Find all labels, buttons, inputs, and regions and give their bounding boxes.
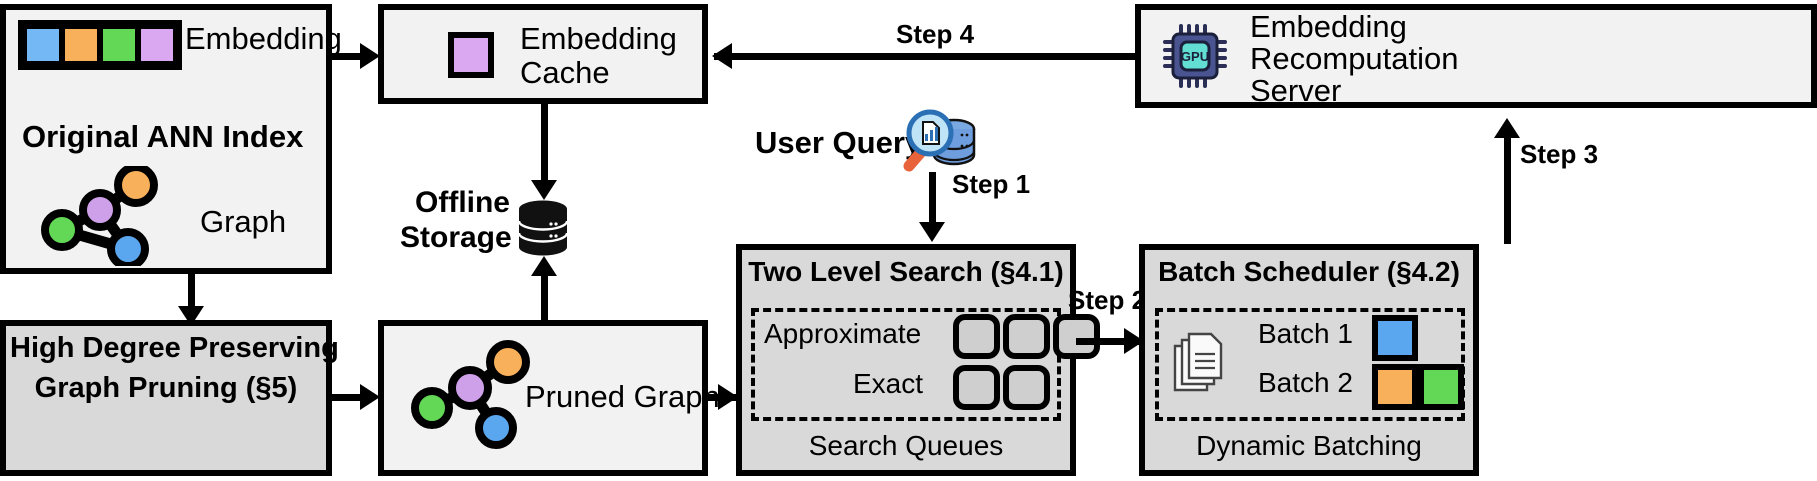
recomputation-server-line3: Server [1250,73,1342,108]
batch-2-chip-1 [1372,364,1418,410]
embedding-chips [18,20,182,70]
search-queues-footer: Search Queues [808,430,1004,461]
database-cylinder-icon [518,200,568,256]
embedding-cache-box [378,4,708,104]
embedding-chip-4 [138,26,176,64]
gpu-chip-text: GPU [1181,49,1209,64]
offline-storage-line2: Storage [400,221,512,254]
batch-2-chip-2 [1418,364,1464,410]
pruned-graph-label: Pruned Graph [525,379,720,414]
arrow-pruning-to-pruned-line [332,394,364,401]
arrow-step4-line [714,53,1135,60]
exact-slots [953,365,1050,410]
recomputation-server-box [1135,4,1817,108]
queue-slot [1003,314,1050,359]
recomputation-server-line1: Embedding [1250,9,1407,44]
graph-pruning-line1: High Degree Preserving [10,332,339,364]
step2-label: Step 2 [1068,285,1147,315]
batch-scheduler-title: Batch Scheduler (§4.2) [1158,256,1460,287]
user-query-label: User Query [755,125,923,160]
embedding-cache-chip [448,32,494,78]
arrow-step2-line [1076,338,1140,345]
arrow-cache-to-storage-line [541,104,548,186]
approximate-label: Approximate [764,318,922,349]
exact-label: Exact [853,368,924,399]
pruned-graph-icon [411,340,530,449]
arrow-step1-line [929,172,936,228]
embedding-chip-3 [100,26,138,64]
arrow-step3-head [1494,118,1520,138]
dynamic-batching-footer: Dynamic Batching [1196,430,1422,461]
batch-1-label: Batch 1 [1258,318,1353,349]
embedding-cache-line1: Embedding [520,21,677,56]
batch-1-chip-1 [1372,315,1418,361]
queue-slot [953,365,1000,410]
recomputation-server-line2: Recomputation [1250,41,1459,76]
graph-pruning-box [0,320,332,476]
arrow-pruned-to-search-head [718,384,738,410]
embedding-label: Embedding [185,21,342,56]
queue-slot [1053,314,1100,359]
graph-pruning-line2: Graph Pruning (§5) [34,372,298,404]
queue-slot [953,314,1000,359]
original-graph-icon [41,166,158,266]
arrow-index-to-pruning-line [188,274,195,312]
arrow-pruned-to-storage-head [531,256,557,276]
approximate-slots [953,314,1100,359]
arrow-cache-to-storage-head [531,180,557,200]
gpu-chip-icon: GPU [1163,24,1227,88]
search-queues-dashed-region [751,308,1061,421]
arrow-pruned-to-storage-line [541,272,548,334]
step4-label: Step 4 [896,19,975,49]
embedding-chip-2 [62,26,100,64]
step1-label: Step 1 [952,169,1031,199]
original-ann-index-title: Original ANN Index [22,119,304,154]
embedding-chip-1 [24,26,62,64]
two-level-search-title: Two Level Search (§4.1) [748,256,1064,287]
arrow-step1-head [919,222,945,242]
queue-slot [1003,365,1050,410]
graph-label: Graph [200,204,287,239]
documents-stack-icon [1173,332,1223,392]
step3-label: Step 3 [1520,139,1599,169]
batch-2-label: Batch 2 [1258,367,1353,398]
arrow-index-to-cache-line [332,53,364,60]
two-level-search-box [736,244,1076,476]
offline-storage-line1: Offline [415,186,510,219]
embedding-cache-line2: Cache [520,55,610,90]
arrow-step3-line [1504,124,1511,244]
arrow-step4-head [712,43,732,69]
arrow-index-to-cache-head [360,43,380,69]
magnifier-database-icon [903,109,976,172]
arrow-pruning-to-pruned-head [360,384,380,410]
